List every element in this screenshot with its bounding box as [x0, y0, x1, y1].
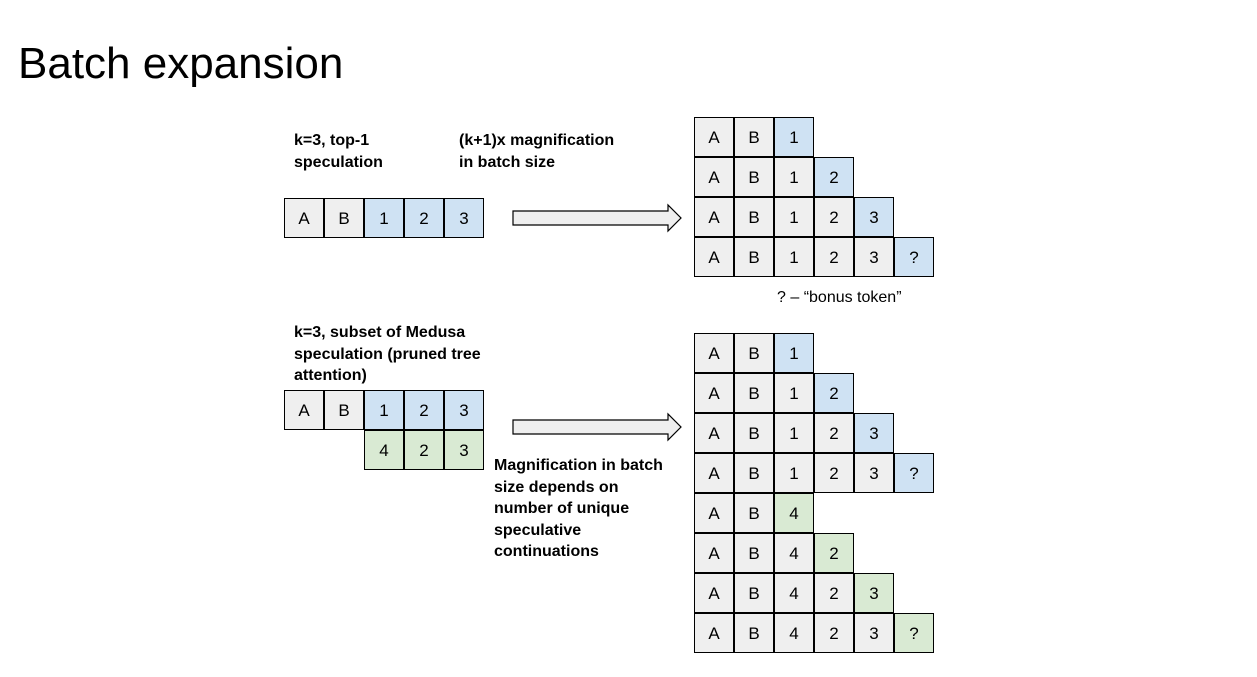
token-cell: A — [284, 390, 324, 430]
token-cell: A — [694, 157, 734, 197]
token-cell: 2 — [814, 237, 854, 277]
token-cell: ? — [894, 453, 934, 493]
token-cell: 4 — [774, 533, 814, 573]
token-cell: 3 — [444, 198, 484, 238]
token-cell: 1 — [364, 390, 404, 430]
token-cell: A — [284, 198, 324, 238]
token-cell: 3 — [444, 390, 484, 430]
token-cell: 3 — [854, 197, 894, 237]
token-cell: 2 — [404, 198, 444, 238]
token-cell: B — [734, 197, 774, 237]
token-cell: 2 — [814, 453, 854, 493]
token-cell: 4 — [774, 613, 814, 653]
token-cell: 2 — [404, 430, 444, 470]
token-cell: 2 — [814, 413, 854, 453]
token-cell: B — [324, 390, 364, 430]
token-cell: B — [324, 198, 364, 238]
token-cell: B — [734, 613, 774, 653]
token-cell: 2 — [404, 390, 444, 430]
bonus-token-note: ? – “bonus token” — [777, 289, 902, 306]
token-cell: 3 — [854, 237, 894, 277]
token-cell: 1 — [774, 237, 814, 277]
token-cell: 2 — [814, 573, 854, 613]
top-right-arrow-icon — [512, 203, 682, 233]
token-cell: 2 — [814, 197, 854, 237]
token-cell: B — [734, 117, 774, 157]
token-cell: A — [694, 197, 734, 237]
token-cell: 2 — [814, 613, 854, 653]
token-cell: A — [694, 573, 734, 613]
token-cell: A — [694, 493, 734, 533]
slide-title: Batch expansion — [18, 39, 344, 88]
token-cell: B — [734, 413, 774, 453]
token-cell: B — [734, 157, 774, 197]
token-cell: 3 — [854, 573, 894, 613]
token-cell: 4 — [774, 573, 814, 613]
token-cell: A — [694, 613, 734, 653]
token-cell: B — [734, 533, 774, 573]
token-cell: B — [734, 453, 774, 493]
bottom-right-arrow-icon — [512, 412, 682, 442]
token-cell: A — [694, 373, 734, 413]
token-cell: 1 — [774, 197, 814, 237]
token-cell: 2 — [814, 157, 854, 197]
top-magnification-label: (k+1)x magnification in batch size — [459, 132, 615, 171]
token-cell: 3 — [854, 613, 894, 653]
token-cell: A — [694, 117, 734, 157]
token-cell: 1 — [774, 157, 814, 197]
token-cell: B — [734, 573, 774, 613]
token-cell: A — [694, 333, 734, 373]
token-cell: 4 — [774, 493, 814, 533]
token-cell: A — [694, 413, 734, 453]
token-cell: 3 — [854, 413, 894, 453]
token-cell: B — [734, 493, 774, 533]
bottom-magnification-label: Magnification in batch size depends on n… — [494, 457, 663, 560]
token-cell: 4 — [364, 430, 404, 470]
token-cell: ? — [894, 237, 934, 277]
token-cell: 2 — [814, 533, 854, 573]
token-cell: A — [694, 453, 734, 493]
token-cell: 1 — [774, 117, 814, 157]
token-cell: B — [734, 333, 774, 373]
token-cell: A — [694, 533, 734, 573]
token-cell: B — [734, 237, 774, 277]
token-cell: 1 — [774, 453, 814, 493]
top-spec-label: k=3, top-1 speculation — [294, 132, 383, 171]
token-cell: 1 — [774, 373, 814, 413]
token-cell: 1 — [774, 333, 814, 373]
token-cell: ? — [894, 613, 934, 653]
token-cell: 3 — [444, 430, 484, 470]
token-cell: 2 — [814, 373, 854, 413]
token-cell: 3 — [854, 453, 894, 493]
token-cell: A — [694, 237, 734, 277]
token-cell: 1 — [364, 198, 404, 238]
token-cell: 1 — [774, 413, 814, 453]
bottom-spec-label: k=3, subset of Medusa speculation (prune… — [294, 324, 481, 384]
token-cell: B — [734, 373, 774, 413]
